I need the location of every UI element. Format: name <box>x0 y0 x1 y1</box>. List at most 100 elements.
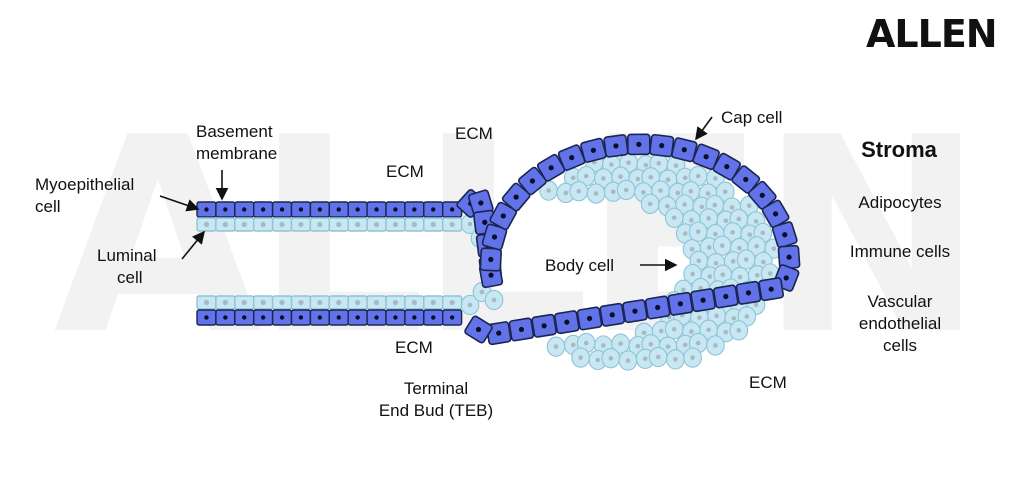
allen-logo: ALLEN <box>866 12 998 56</box>
body-cell-nucleus <box>655 354 661 360</box>
stroma-item-vascular-endothelial-cells: Vascular endothelial cells <box>830 291 970 357</box>
myoepithelial-cell-nucleus <box>223 315 228 320</box>
myoepithelial-cell-nucleus <box>393 315 398 320</box>
cap-cell <box>557 144 586 171</box>
teb-line2: End Bud (TEB) <box>378 401 494 420</box>
cap-cell <box>536 153 566 182</box>
body-cell-nucleus <box>578 355 583 360</box>
cap-cell <box>464 315 493 344</box>
body-cell-nucleus <box>737 274 743 280</box>
body-cell-nucleus <box>643 162 649 168</box>
cap-cell-nucleus <box>677 301 683 307</box>
myoepithelial-cell-nucleus <box>317 315 323 320</box>
body-cell-nucleus <box>730 259 736 264</box>
myoepithelial-cell-label: Myoepithelial cell <box>35 174 134 218</box>
body-cell-nucleus <box>713 176 718 181</box>
body-cell-nucleus <box>698 285 703 291</box>
cap-cell-nucleus <box>478 200 484 206</box>
body-cell-nucleus <box>682 175 688 181</box>
body-cell-nucleus <box>563 190 569 196</box>
cap-cell <box>479 247 502 272</box>
stroma-item-line1: Vascular <box>867 292 933 311</box>
body-cell-nucleus <box>618 174 623 179</box>
body-cell-nucleus <box>682 342 688 348</box>
basement-membrane-label: Basement membrane <box>196 121 277 165</box>
myoepithelial-cell-nucleus <box>223 207 228 212</box>
body-cell-nucleus <box>719 243 725 248</box>
ecm-label-bottom-right: ECM <box>749 373 787 392</box>
cap-cell <box>554 310 580 335</box>
cap-cell-nucleus <box>655 304 661 311</box>
luminal-cell-nucleus <box>260 221 266 228</box>
body-cell-nucleus <box>723 329 729 335</box>
myoepithelial-cell-nucleus <box>374 315 379 320</box>
myoepithelial-cell-nucleus <box>317 207 323 212</box>
body-cell-nucleus <box>722 189 728 195</box>
body-cell-nucleus <box>641 190 646 195</box>
luminal-cell-nucleus <box>392 221 399 228</box>
body-cell-nucleus <box>648 341 654 347</box>
cap-cell <box>622 299 648 324</box>
body-cell-nucleus <box>730 230 735 235</box>
cap-cell-nucleus <box>564 319 570 325</box>
body-cell-nucleus <box>695 340 701 346</box>
arrows <box>159 116 713 272</box>
luminal-cell-nucleus <box>317 299 323 306</box>
cap-cell-nucleus <box>529 178 536 184</box>
teb-line1: Terminal <box>403 379 469 398</box>
body-cell-nucleus <box>753 219 759 224</box>
body-cell-nucleus <box>706 216 711 221</box>
body-cell-nucleus <box>570 342 576 348</box>
luminal-cell-label: Luminal cell <box>97 245 157 289</box>
cap-cell-nucleus <box>724 164 730 170</box>
stroma-title: Stroma <box>861 137 937 162</box>
myoepithelial-cell-nucleus <box>374 207 379 212</box>
cap-cell-nucleus <box>703 154 709 160</box>
myoepithelial-cell-arrow <box>159 195 200 212</box>
body-cell-nucleus <box>626 160 631 166</box>
myoepithelial-cell-nucleus <box>393 207 398 212</box>
body-cell-nucleus <box>609 162 614 167</box>
body-cell-nucleus <box>635 343 641 349</box>
luminal-cell-nucleus <box>203 299 210 306</box>
body-cell-nucleus <box>675 190 681 196</box>
myoepithelial-cell-nucleus <box>355 207 360 212</box>
body-cell-nucleus <box>706 245 712 250</box>
cap-cell-nucleus <box>632 308 638 314</box>
myoepithelial-line1: Myoepithelial <box>35 175 135 194</box>
cap-cell-nucleus <box>586 315 593 322</box>
luminal-cell-nucleus <box>279 299 285 306</box>
body-cell-nucleus <box>610 189 616 195</box>
body-cell-nucleus <box>747 232 753 238</box>
stroma-item-immune-cells: Immune cells <box>849 242 951 261</box>
body-cell-nucleus <box>697 315 702 320</box>
body-cell-nucleus <box>570 175 576 181</box>
cap-cell-nucleus <box>569 155 575 161</box>
cap-cell <box>599 302 626 327</box>
cap-cell <box>690 288 716 313</box>
luminal-cell-nucleus <box>241 299 247 306</box>
cap-cell <box>501 182 531 212</box>
body-cell-nucleus <box>743 257 749 262</box>
luminal-cell-nucleus <box>241 221 247 228</box>
cap-cell <box>517 166 547 196</box>
cap-cell-nucleus <box>496 330 502 336</box>
myoepithelial-cell-nucleus <box>412 207 417 212</box>
stroma-item-adipocytes: Adipocytes <box>858 193 942 212</box>
cap-cell <box>761 199 790 229</box>
cap-cell-nucleus <box>491 234 498 240</box>
body-cell-nucleus <box>665 177 671 182</box>
cap-cell <box>735 280 762 305</box>
body-cell-nucleus <box>760 230 766 236</box>
cap-cell-nucleus <box>590 147 597 153</box>
body-cell-label: Body cell <box>545 256 614 275</box>
luminal-cell-nucleus <box>222 221 228 228</box>
body-cell-nucleus <box>625 358 631 363</box>
cap-cells <box>456 133 801 346</box>
body-cell-nucleus <box>705 191 711 196</box>
body-cell-nucleus <box>593 191 599 196</box>
body-cell-nucleus <box>641 330 647 336</box>
cap-cell <box>580 137 607 163</box>
body-cell-nucleus <box>658 188 663 193</box>
